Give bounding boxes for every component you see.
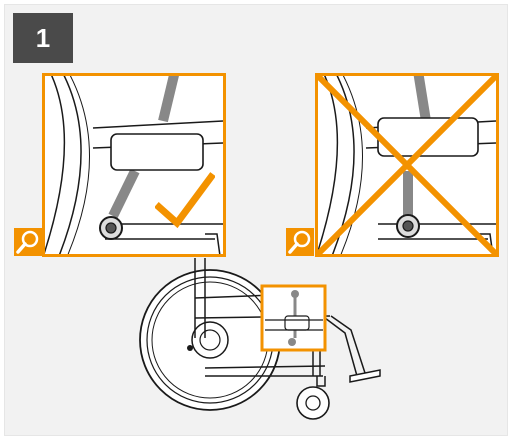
cross-icon [318,76,496,254]
detail-panel-wrong [315,73,499,257]
wheelchair-overview [135,258,385,428]
step-number-badge: 1 [13,13,73,63]
checkmark-icon [155,172,215,229]
detail-panel-correct [42,73,226,257]
detail-illustration-wrong [318,76,496,254]
detail-illustration-correct [45,76,223,254]
step-number: 1 [35,22,51,53]
magnifier-icon [286,228,314,256]
wheelchair-illustration [139,258,381,420]
magnifier-icon [14,228,42,256]
